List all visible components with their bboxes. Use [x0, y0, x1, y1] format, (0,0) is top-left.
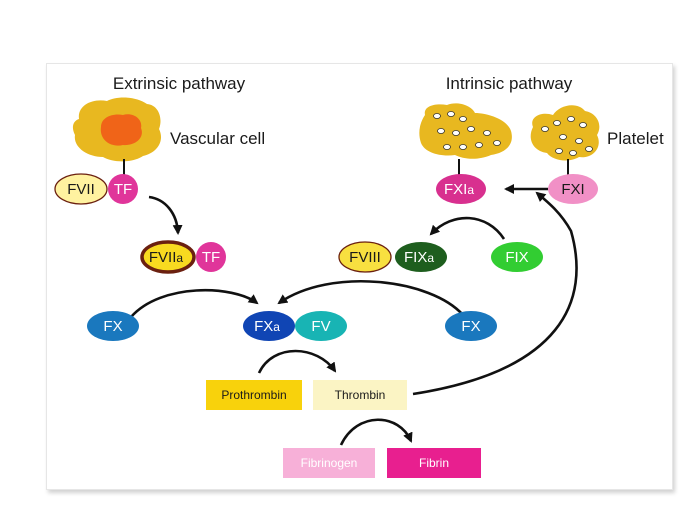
- svg-text:FVIIa: FVIIa: [149, 249, 184, 266]
- fibrinogen-box: Fibrinogen: [283, 448, 375, 478]
- fx-left-node: FX: [87, 311, 139, 341]
- arrow-fix-to-fixa: [429, 216, 506, 240]
- fviii-node: FVIII: [338, 241, 392, 273]
- tf-label-1: TF: [114, 181, 132, 198]
- fxia-node: FXIa: [436, 174, 486, 204]
- fibrin-label: Fibrin: [419, 456, 449, 470]
- fxia-subscript: a: [467, 183, 474, 197]
- fibrinogen-label: Fibrinogen: [301, 456, 358, 470]
- fix-label: FIX: [505, 249, 528, 266]
- platelet-icon-right: [530, 105, 600, 175]
- fxa-subscript: a: [273, 320, 280, 334]
- intrinsic-pathway-title: Intrinsic pathway: [446, 74, 573, 93]
- arrow-fibrinogen-to-fibrin: [339, 418, 413, 446]
- arrow-thrombin-feedback-to-fxi: [412, 191, 578, 396]
- fxia-label: FXI: [444, 181, 467, 198]
- extrinsic-pathway-title: Extrinsic pathway: [113, 74, 246, 93]
- fx-right-node: FX: [445, 311, 497, 341]
- fv-label: FV: [311, 318, 330, 335]
- fixa-node: FIXa: [395, 242, 447, 272]
- fixa-subscript: a: [427, 251, 434, 265]
- fv-node: FV: [295, 311, 347, 341]
- fviia-label: FVII: [149, 249, 177, 266]
- vascular-cell-label: Vascular cell: [170, 129, 265, 148]
- diagram-panel: Extrinsic pathway Intrinsic pathway Vasc…: [46, 63, 673, 490]
- arrow-tf-to-fviia: [148, 195, 183, 235]
- platelet-label: Platelet: [607, 129, 664, 148]
- vascular-cell-icon: [72, 97, 162, 175]
- coagulation-cascade-diagram: Extrinsic pathway Intrinsic pathway Vasc…: [54, 74, 664, 478]
- fixa-label: FIX: [404, 249, 427, 266]
- fvii-label: FVII: [67, 181, 95, 198]
- fviia-subscript: a: [176, 251, 183, 265]
- tf-node-1: TF: [108, 174, 138, 204]
- thrombin-label: Thrombin: [335, 388, 386, 402]
- svg-text:FXa: FXa: [254, 318, 280, 335]
- arrow-prothrombin-to-thrombin: [257, 349, 337, 374]
- fx-left-label: FX: [103, 318, 122, 335]
- fix-node: FIX: [491, 242, 543, 272]
- fviii-label: FVIII: [349, 249, 381, 266]
- tf-label-2: TF: [202, 249, 220, 266]
- fvii-node: FVII: [54, 173, 108, 205]
- thrombin-box: Thrombin: [313, 380, 407, 410]
- arrow-fx-left-to-fxa: [130, 288, 259, 318]
- fx-right-label: FX: [461, 318, 480, 335]
- fxi-label: FXI: [561, 181, 584, 198]
- platelet-icon-left: [419, 103, 512, 175]
- fviia-node: FVIIa: [140, 240, 196, 274]
- svg-text:FXIa: FXIa: [444, 181, 474, 198]
- tf-node-2: TF: [196, 242, 226, 272]
- arrow-fx-right-to-fxa: [277, 280, 464, 316]
- fxi-node: FXI: [548, 174, 598, 204]
- prothrombin-box: Prothrombin: [206, 380, 302, 410]
- fxa-node: FXa: [243, 311, 295, 341]
- fibrin-box: Fibrin: [387, 448, 481, 478]
- svg-text:FIXa: FIXa: [404, 249, 434, 266]
- prothrombin-label: Prothrombin: [221, 388, 286, 402]
- fxa-label: FX: [254, 318, 273, 335]
